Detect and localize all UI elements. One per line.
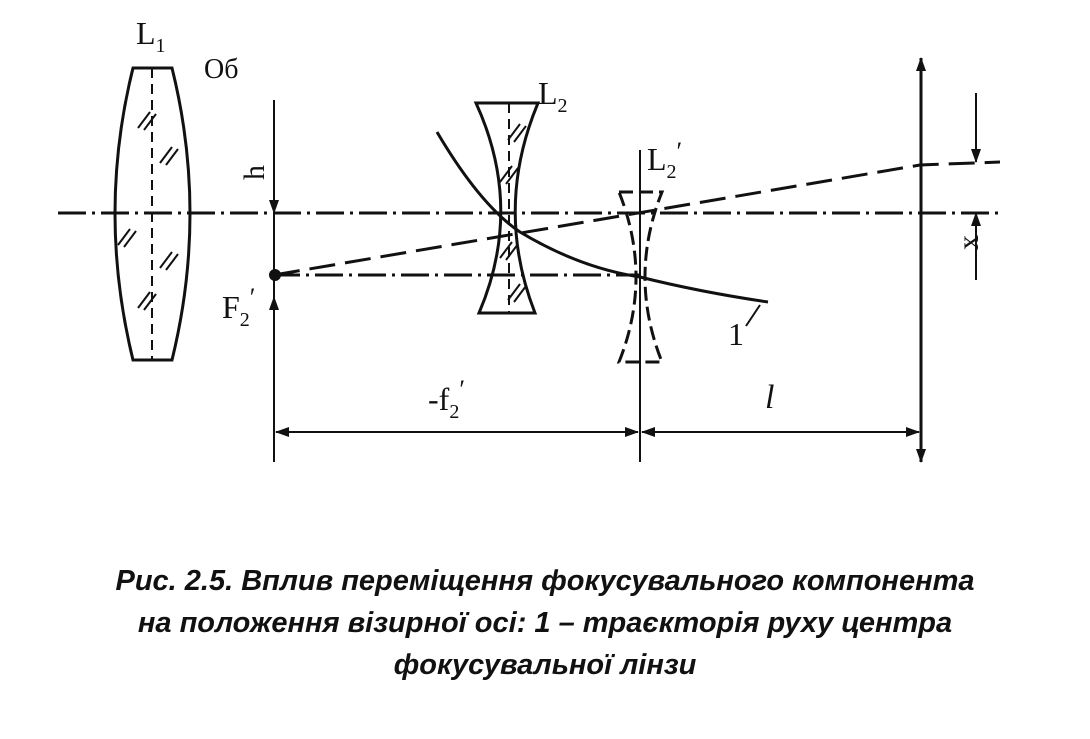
label-trajectory: 1 (728, 316, 744, 352)
label-l1: L1 (136, 15, 166, 57)
caption-line-2: на положення візирної осі: 1 – траєкторі… (137, 607, 953, 639)
label-objective: Об (204, 54, 238, 85)
label-l2: L2 (538, 75, 568, 117)
label-h: h (238, 165, 271, 180)
lens-l2 (473, 101, 541, 315)
optical-diagram: L1 Об L2 L2′ h F2′ -f2′ l x 1 (58, 15, 1001, 463)
trajectory-leader (745, 304, 761, 327)
caption-line-3: фокусувальної лінзи (393, 649, 697, 681)
sighting-ray (273, 160, 1001, 277)
caption-line-1: Рис. 2.5. Вплив переміщення фокусувально… (115, 565, 975, 597)
label-f2: F2′ (222, 283, 255, 331)
label-l2-shifted: L2′ (647, 137, 682, 183)
label-focal-length: -f2′ (428, 375, 465, 423)
lens-l2-shifted (616, 150, 665, 462)
trajectory-curve (435, 131, 769, 304)
label-x: x (952, 235, 985, 250)
lens-l1 (113, 66, 192, 362)
figure-caption: Рис. 2.5. Вплив переміщення фокусувально… (0, 560, 1090, 686)
label-distance: l (765, 379, 774, 416)
